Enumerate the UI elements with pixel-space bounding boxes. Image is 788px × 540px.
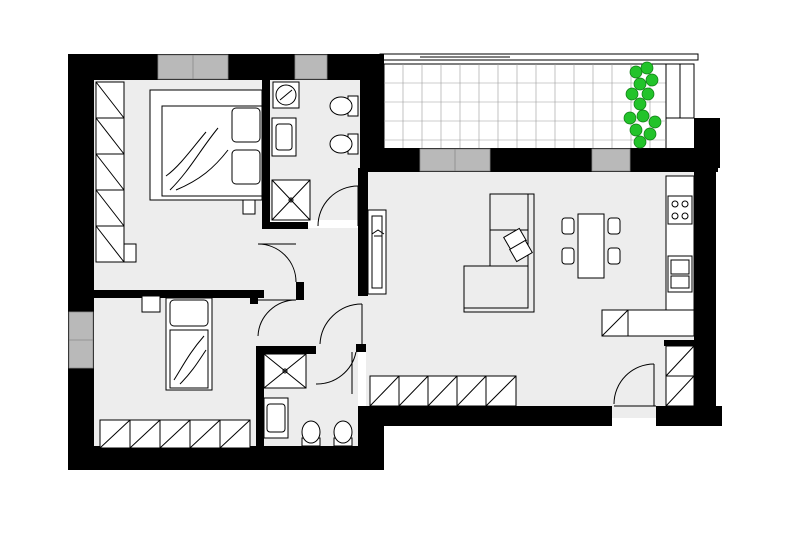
master-bedroom [95,81,263,263]
sink-icon [271,117,297,157]
wall-right [694,172,716,426]
wall-living-top [364,148,718,172]
wall-bottom-left [68,446,382,470]
bidet-icon [329,95,359,117]
door-icon [315,351,357,385]
shower-icon [263,353,307,389]
tv-cabinet [367,209,387,295]
wall-bath2-left [256,346,264,450]
balcony-tiles [384,64,666,150]
second-bedroom [99,295,251,449]
window-living-right [591,148,631,172]
wall-left [68,54,94,470]
nightstand [141,295,161,313]
door-icon [257,299,297,337]
bed-icon [149,89,263,215]
balcony-floor [383,63,667,151]
door-icon [257,243,297,283]
second-bathroom [263,353,353,447]
shower-icon [271,179,311,221]
door-icon [319,303,363,345]
wall-kitchen-stub [664,340,696,346]
washing-machine [272,81,300,109]
main-bathroom [271,81,359,227]
sink-icon [263,397,289,439]
balcony [379,53,699,151]
windows [68,54,631,369]
wall-bath2-top [256,346,316,354]
plant-icon [623,61,662,149]
stove-icon [667,195,693,225]
door-icon [317,185,359,227]
hall-doors [257,243,363,394]
dining-table-icon [561,213,621,279]
wall-bath-left [262,78,270,228]
entrance-floor [612,368,656,418]
door-icon [613,363,655,405]
wall-bedrooms [94,290,264,298]
nightstand [123,243,137,263]
bed-icon [165,297,213,391]
wall-bed2-stub [250,298,258,304]
wall-living-left [358,168,368,296]
wall-hall-stub [296,282,304,300]
sofa-icon [463,193,535,313]
toilet-icon [333,420,353,447]
toilet-icon [329,133,359,155]
wall-bottom-living [366,406,612,426]
sink-icon [667,255,693,293]
hallway-floor [256,228,368,350]
wall-bath2-stub [356,344,366,352]
living-kitchen [367,175,695,407]
window-bathroom [294,54,328,80]
entrance-door [613,363,656,407]
bidet-icon [301,420,321,447]
wall-bath-bottom [262,222,308,229]
